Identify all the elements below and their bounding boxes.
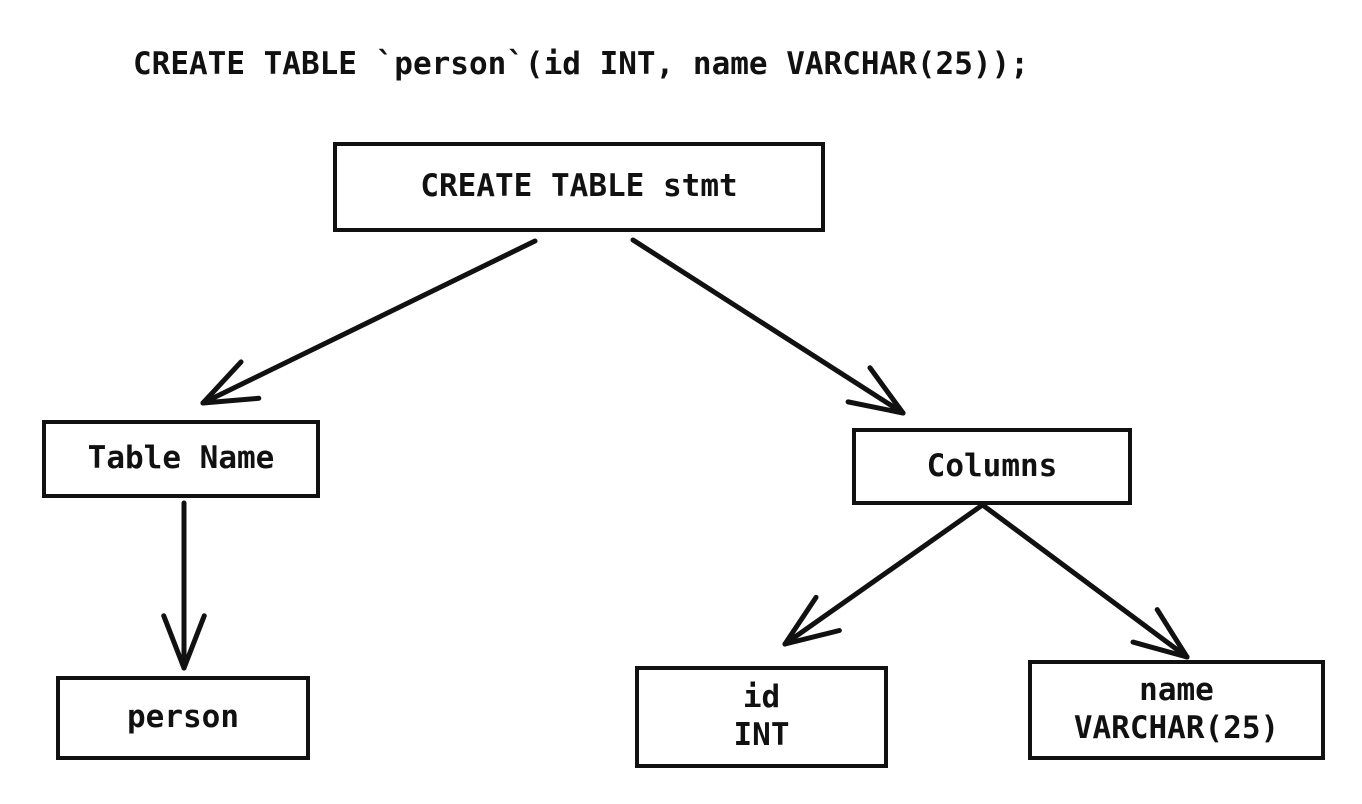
node-label: id INT — [733, 679, 790, 753]
node-column-id-int: id INT — [635, 666, 888, 768]
node-column-name-varchar: name VARCHAR(25) — [1028, 660, 1325, 760]
node-label: CREATE TABLE stmt — [420, 168, 738, 205]
node-person: person — [56, 676, 310, 760]
node-label: Columns — [926, 447, 1058, 484]
edge-stmt-to-columns — [630, 237, 906, 416]
sql-statement-text: CREATE TABLE `person`(id INT, name VARCH… — [133, 46, 1029, 82]
node-label: person — [127, 699, 239, 736]
edge-table-name-to-person — [161, 500, 207, 671]
node-create-table-stmt: CREATE TABLE stmt — [333, 142, 825, 232]
edge-columns-to-name-varchar — [981, 503, 1190, 660]
node-table-name: Table Name — [42, 420, 320, 498]
node-label: name VARCHAR(25) — [1073, 672, 1280, 746]
edge-columns-to-id-int — [782, 503, 984, 647]
node-label: Table Name — [87, 440, 275, 477]
edge-stmt-to-table-name — [200, 238, 538, 406]
node-columns: Columns — [852, 428, 1132, 505]
